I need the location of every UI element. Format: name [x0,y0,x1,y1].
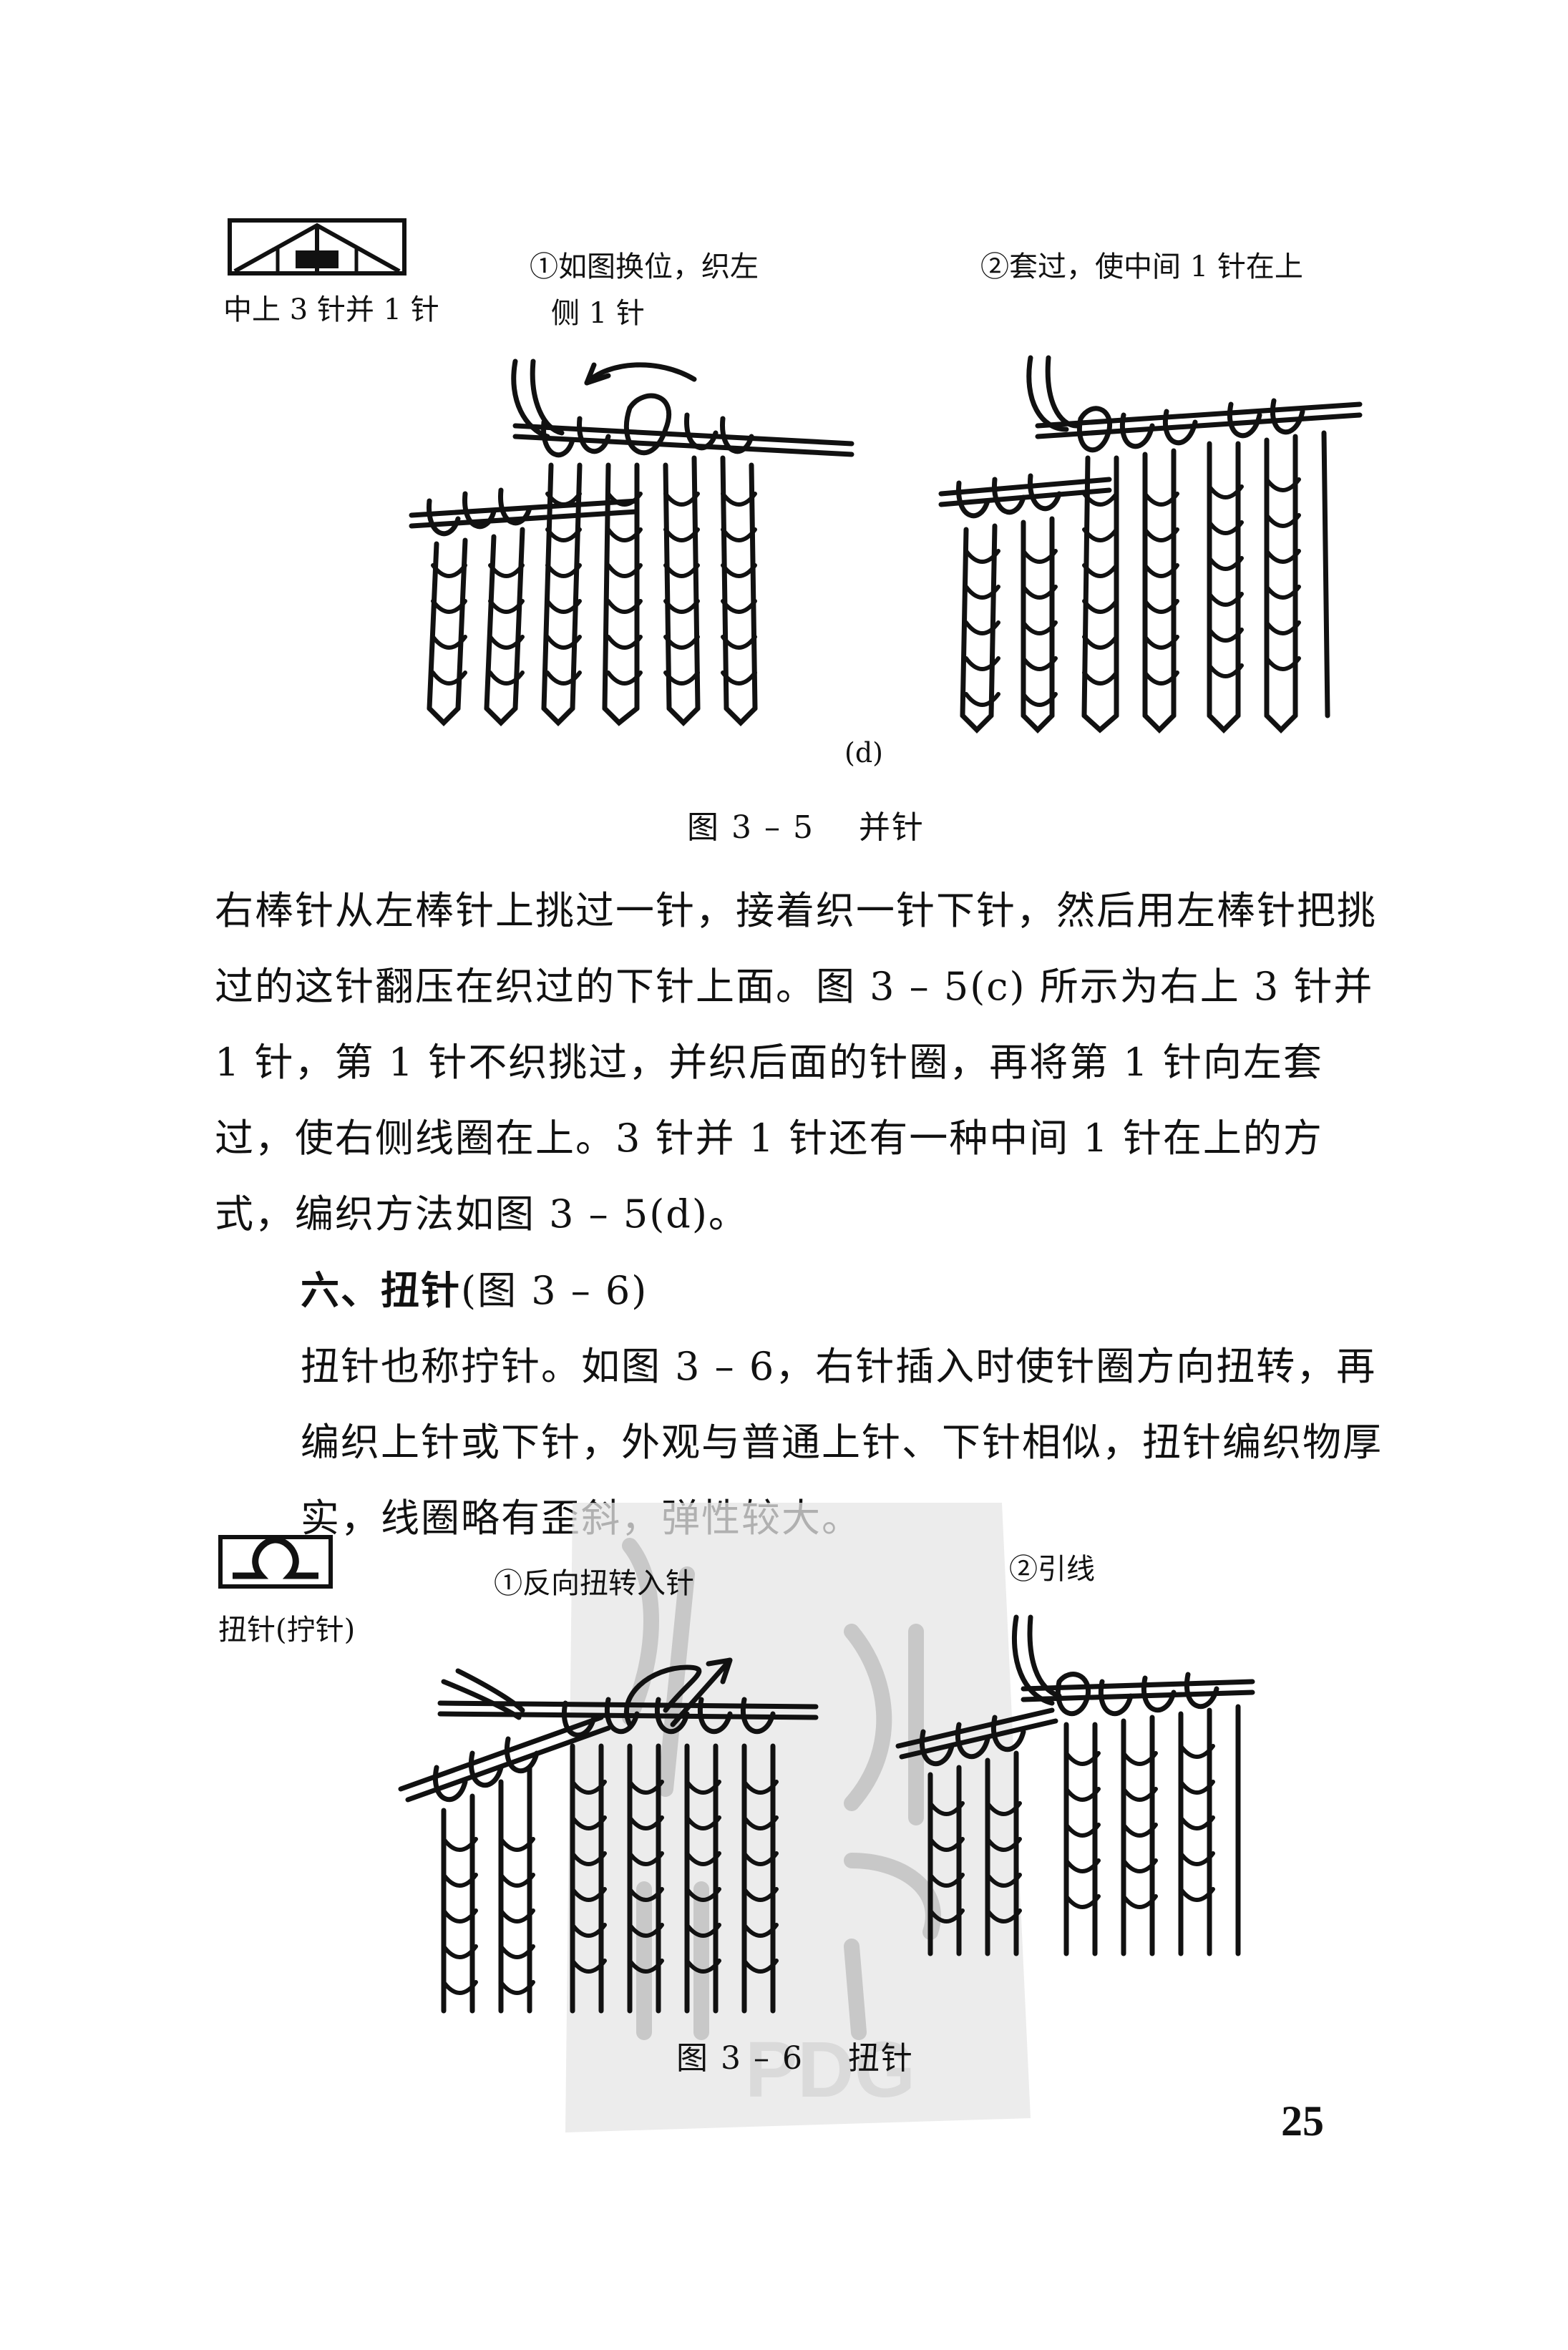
knit-symbol-center-3-to-1-icon [228,218,406,276]
sub-label: (d) [844,737,883,769]
symbol-caption: 扭针(拧针) [218,1614,356,1647]
knitting-illustration-3-6-step2 [895,1614,1255,1956]
section-heading-ref: (图 3 – 6) [461,1268,648,1313]
section-heading: 六、扭针(图 3 – 6) [215,1252,1388,1329]
body-text: 右棒针从左棒针上挑过一针，接着织一针下针，然后用左棒针把挑过的这针翻压在织过的下… [215,873,1388,1556]
step-label: ②套过，使中间 1 针在上 [980,250,1303,283]
knitting-illustration-3-5-step2 [938,355,1363,733]
figure-caption: 图 3 – 6 扭针 [676,2040,914,2077]
paragraph: 右棒针从左棒针上挑过一针，接着织一针下针，然后用左棒针把挑过的这针翻压在织过的下… [215,888,1377,1237]
watermark-seal-icon: PDG [565,1503,1031,2132]
section-heading-title: 六、扭针 [301,1267,461,1313]
step-label: ②引线 [1009,1553,1095,1586]
step-label: ①如图换位，织左 [530,250,759,283]
page-number: 25 [1281,2097,1324,2145]
symbol-caption: 中上 3 针并 1 针 [223,293,439,326]
step-label: 侧 1 针 [551,297,645,330]
step-label: ①反向扭转入针 [494,1567,694,1600]
watermark-text: PDG [745,2026,915,2114]
knitting-illustration-3-6-step1 [398,1657,819,2014]
knit-symbol-twisted-stitch-icon [218,1535,333,1589]
figure-caption: 图 3 – 5 并针 [687,809,925,846]
knitting-illustration-3-5-step1 [409,359,854,726]
